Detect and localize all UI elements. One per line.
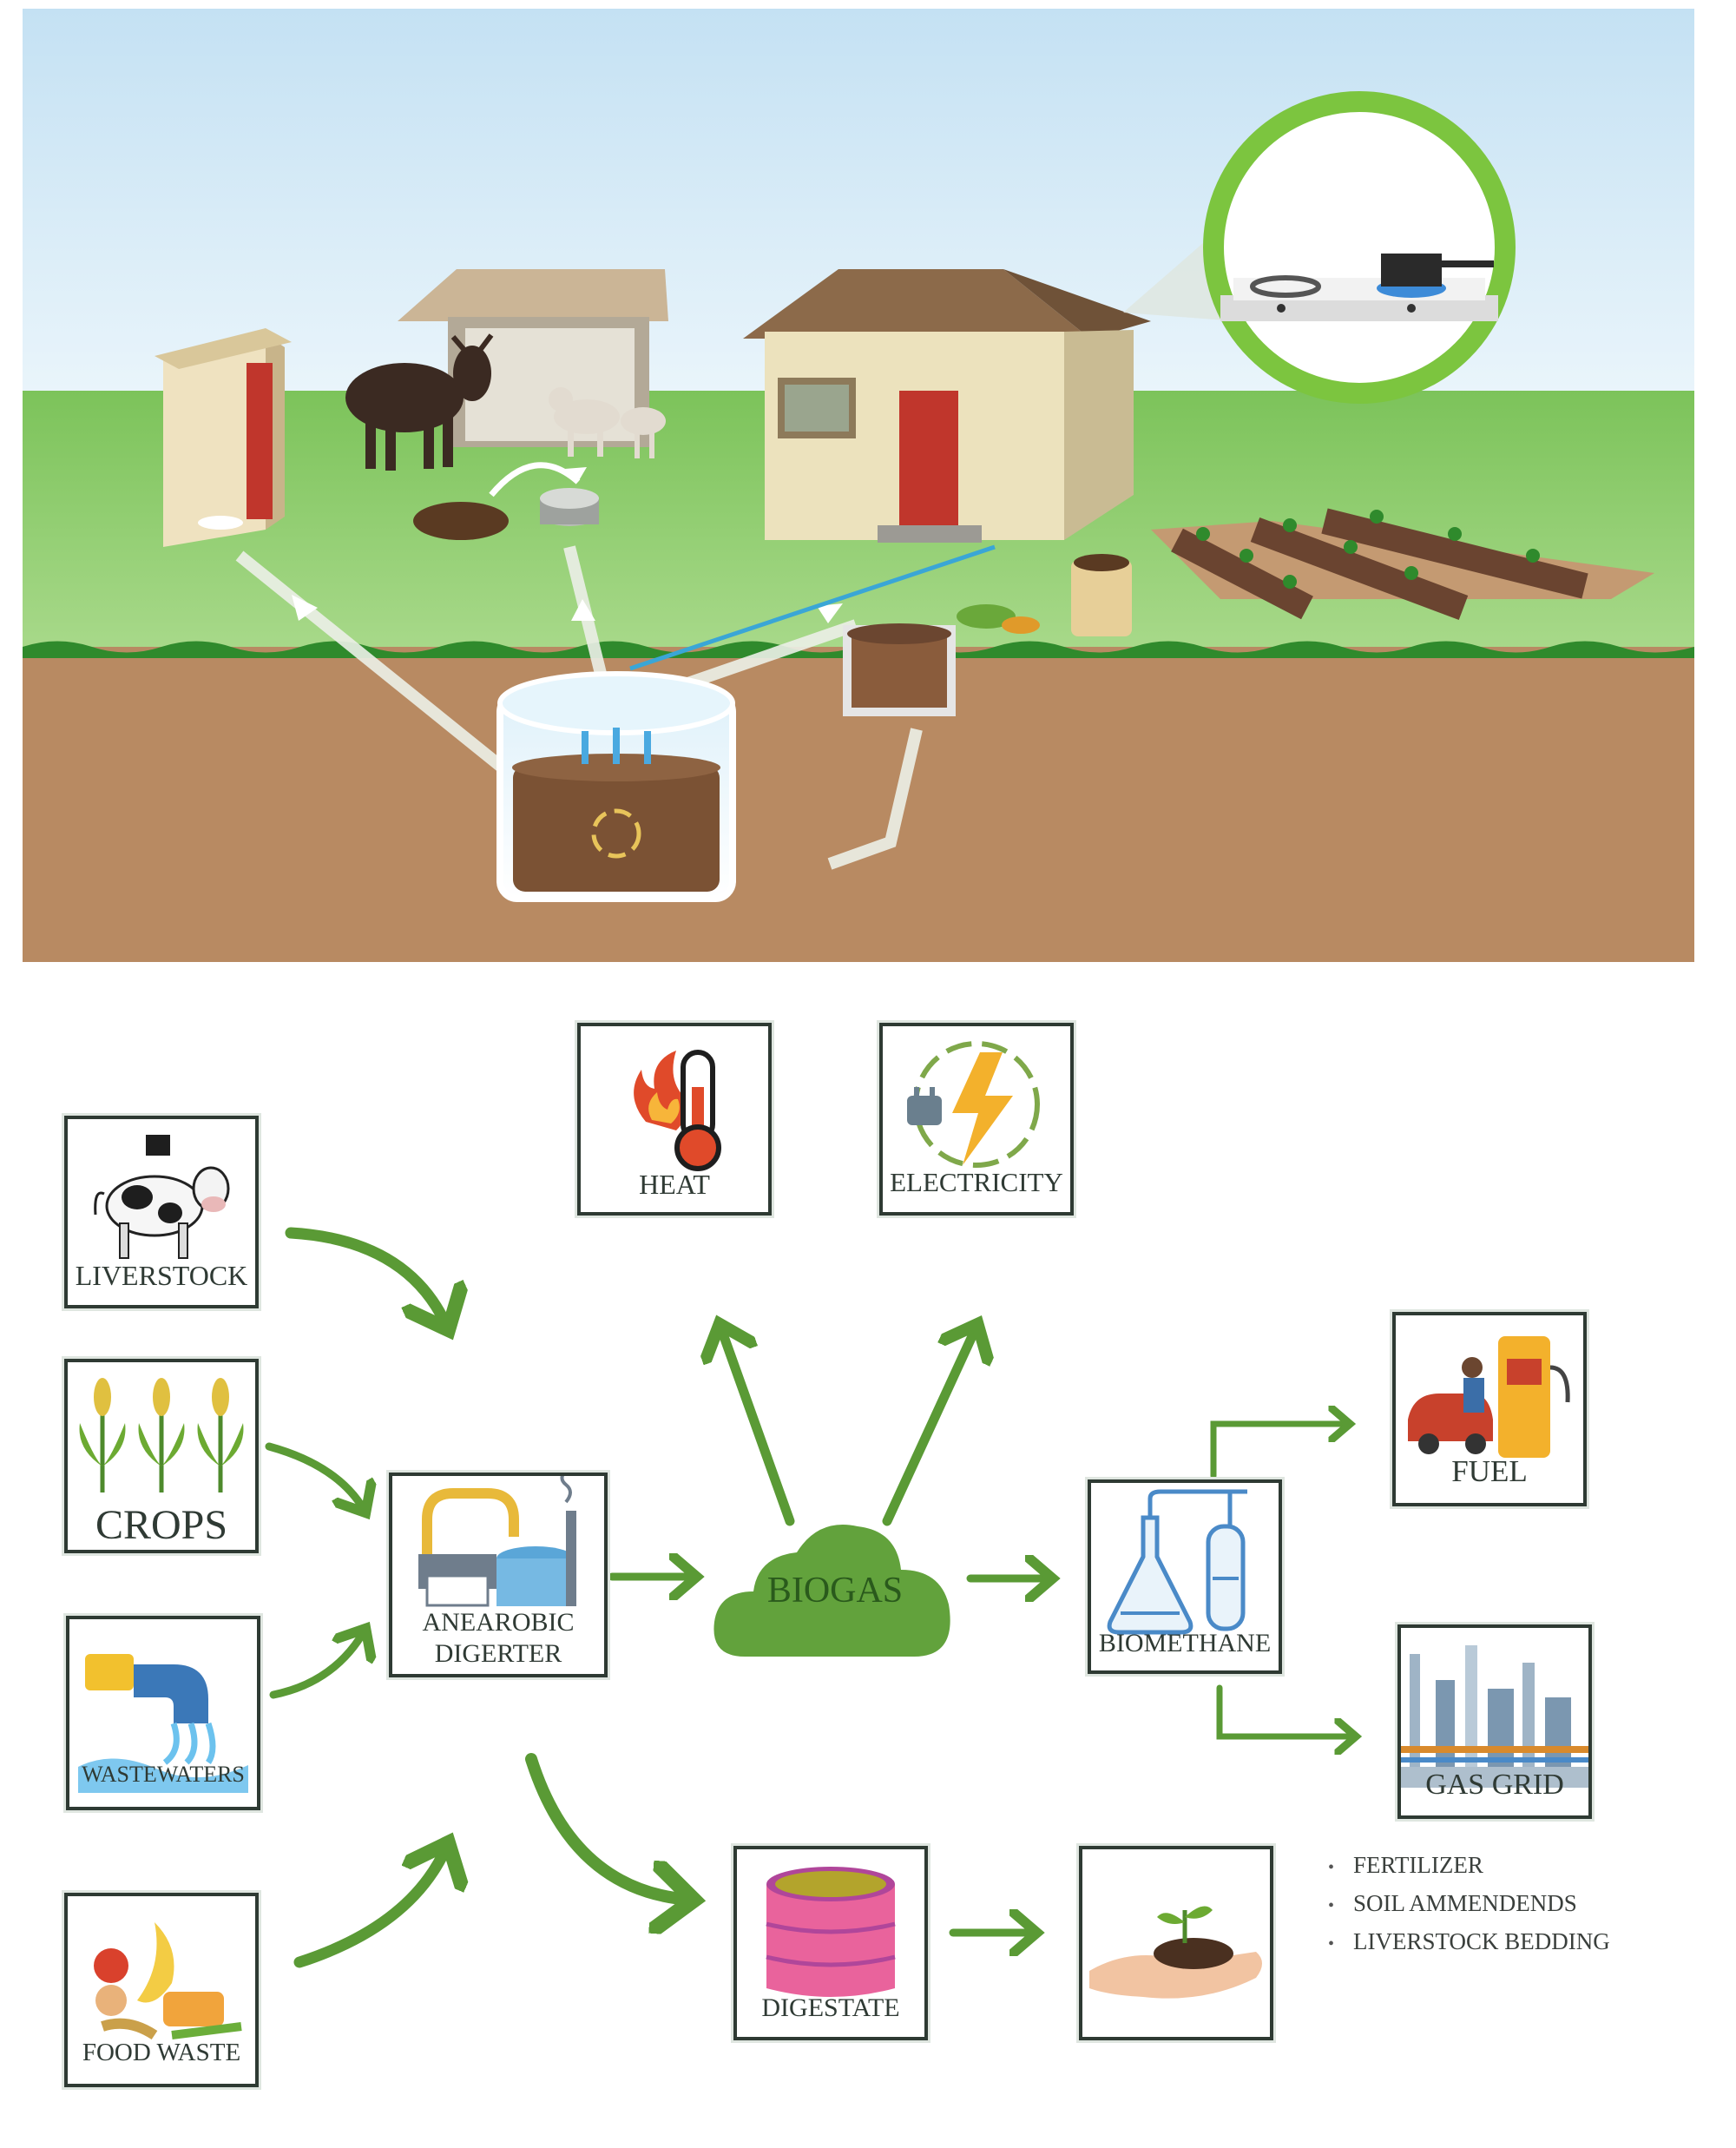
anaerobic-digester-box: ANEAROBIC DIGERTER [389, 1473, 608, 1677]
digester-label-line2: DIGERTER [434, 1639, 562, 1668]
soil-box [1079, 1846, 1273, 2040]
cow-icon [94, 1135, 230, 1259]
industrial-plant-icon [1401, 1645, 1588, 1788]
arrow-biogas-to-electricity [882, 1327, 976, 1526]
livestock-label: LIVERSTOCK [75, 1260, 248, 1291]
food-scraps-icon [94, 1922, 242, 2040]
electricity-label: ELECTRICITY [890, 1167, 1063, 1197]
digestate-label: DIGESTATE [761, 1993, 900, 2022]
crops-box: CROPS [64, 1359, 259, 1553]
arrow-foodwaste-to-digester [293, 1846, 447, 1968]
barrel-icon [766, 1867, 896, 1997]
arrow-biomethane-to-gasgrid [1216, 1684, 1354, 1736]
livestock-box: LIVERSTOCK [64, 1116, 259, 1308]
arrow-wastewaters-to-digester [269, 1631, 365, 1699]
heat-label: HEAT [639, 1169, 710, 1200]
flow-arrows [265, 1227, 1736, 1968]
pipe-water-icon [78, 1654, 248, 1793]
thermometer-flame-icon [634, 1050, 721, 1171]
arrow-digester-to-digestate [525, 1753, 690, 1900]
fuel-label: FUEL [1451, 1454, 1528, 1488]
biogas-flow-diagram: LIVERSTOCK CROPS WASTEWATERS [0, 962, 1736, 2148]
digestate-box: DIGESTATE [733, 1846, 928, 2040]
digester-label-line1: ANEAROBIC [422, 1608, 575, 1637]
arrow-biomethane-to-fuel [1210, 1424, 1348, 1479]
manure-pile [413, 502, 509, 540]
lab-flask-icon [1107, 1489, 1247, 1635]
stove-zoom-inset [1123, 91, 1516, 404]
fuel-pump-car-icon [1408, 1336, 1570, 1458]
arrow-biogas-to-heat [720, 1327, 795, 1526]
mixing-bucket [540, 488, 599, 526]
vegetable-plants [957, 604, 1040, 634]
gas-pipe [629, 544, 996, 671]
cow-figure [345, 333, 494, 471]
fertilizer-sack [1071, 554, 1132, 636]
heat-box: HEAT [577, 1023, 772, 1216]
electricity-box: ELECTRICITY [879, 1023, 1074, 1216]
plug-lightning-icon [907, 1041, 1040, 1168]
crops-label: CROPS [95, 1502, 228, 1548]
arrow-crops-to-digester [265, 1442, 365, 1511]
digester-plant-icon [418, 1476, 576, 1607]
use-livestock-bedding: LIVERSTOCK BEDDING [1328, 1924, 1610, 1962]
food-waste-label: FOOD WASTE [82, 2039, 241, 2066]
use-fertilizer: FERTILIZER [1328, 1848, 1610, 1886]
gas-grid-box: GAS GRID [1397, 1624, 1592, 1819]
food-waste-box: FOOD WASTE [64, 1893, 259, 2087]
scene-illustration [23, 9, 1694, 962]
hand-sprout-icon [1089, 1906, 1262, 1999]
use-soil-amendments: SOIL AMMENDENDS [1328, 1886, 1610, 1924]
corn-plants-icon [79, 1378, 244, 1492]
biogas-farm-scene [23, 9, 1694, 962]
digestate-uses-list: FERTILIZER SOIL AMMENDENDS LIVERSTOCK BE… [1328, 1848, 1610, 1962]
biomethane-label: BIOMETHANE [1098, 1629, 1272, 1657]
biogas-label: BIOGAS [766, 1571, 904, 1611]
farm-house [743, 269, 1151, 543]
goat-figures [549, 387, 666, 458]
garden-beds [1151, 508, 1654, 621]
biomethane-box: BIOMETHANE [1088, 1479, 1282, 1674]
biogas-digester-tank [496, 671, 736, 902]
recycle-arrow [489, 462, 581, 497]
wastewaters-box: WASTEWATERS [66, 1616, 260, 1810]
pipe-arrows [292, 595, 843, 623]
biogas-cloud-icon [713, 1525, 950, 1657]
outhouse [155, 328, 292, 547]
fuel-box: FUEL [1392, 1312, 1587, 1506]
gas-grid-label: GAS GRID [1425, 1769, 1564, 1801]
arrow-livestock-to-digester [285, 1227, 447, 1327]
digestate-pit [843, 623, 956, 716]
wastewaters-label: WASTEWATERS [82, 1762, 245, 1787]
